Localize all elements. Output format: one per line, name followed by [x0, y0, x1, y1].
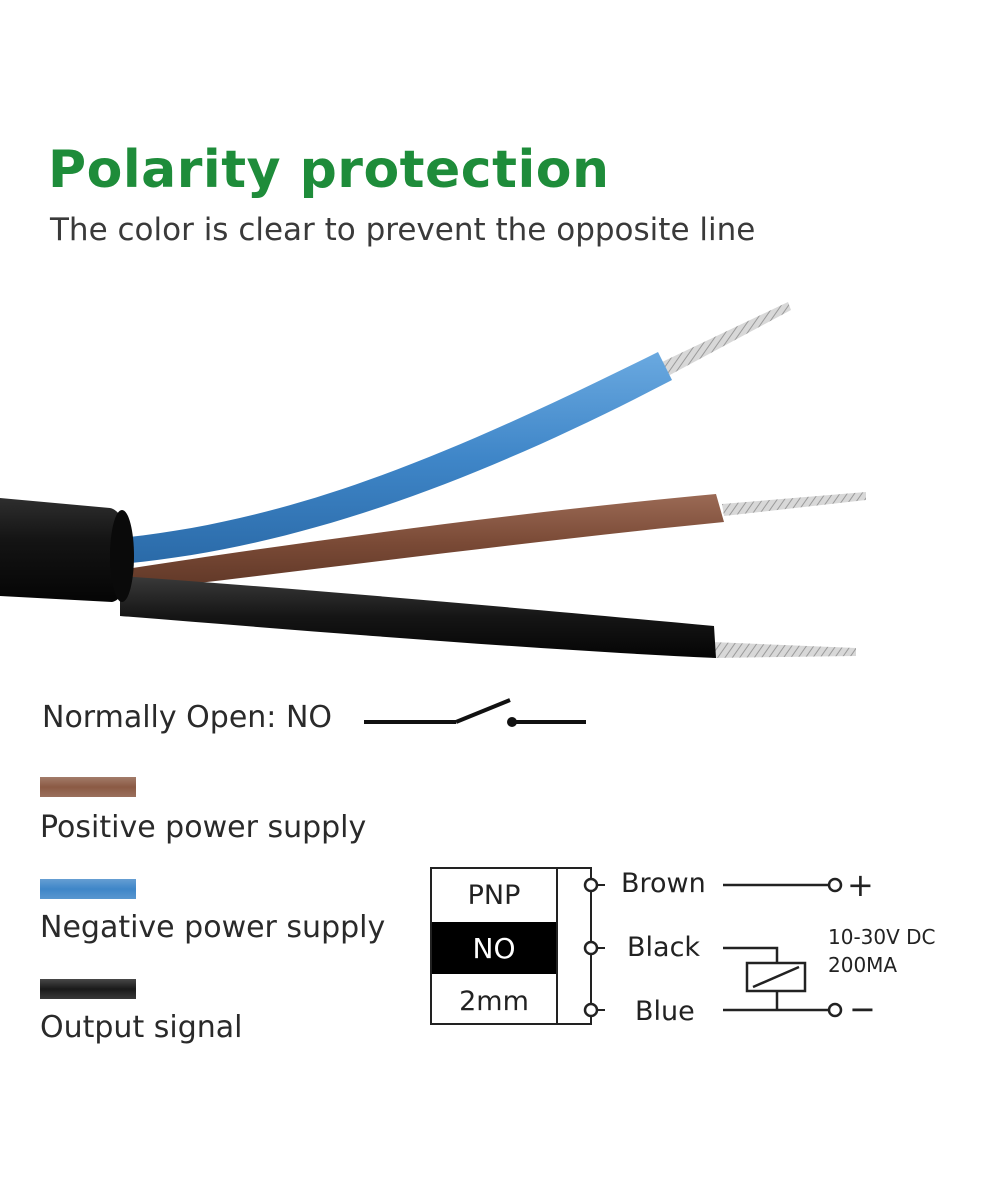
legend-positive-label: Positive power supply — [40, 810, 367, 845]
plus-symbol: + — [847, 866, 874, 904]
normally-open-switch-icon — [364, 698, 586, 727]
spec-type-text: PNP — [468, 880, 521, 911]
legend-swatch-brown — [40, 777, 136, 797]
wire-label-blue: Blue — [635, 996, 695, 1027]
legend-output-label: Output signal — [40, 1010, 243, 1045]
output-line — [723, 946, 779, 962]
terminal-icons — [583, 877, 605, 1018]
switch-type-label: Normally Open: NO — [42, 700, 332, 735]
brown-wire — [120, 494, 724, 592]
wire-label-brown: Brown — [621, 868, 706, 899]
legend-swatch-blue — [40, 879, 136, 899]
spec-table-highlight — [432, 922, 556, 974]
wiring-diagram: PNP NO 2mm Brown Black Blue + − 10-30V D… — [430, 866, 936, 1028]
positive-terminal-icon — [827, 877, 843, 893]
spec-mode-text: NO — [473, 932, 516, 965]
current-rating: 200MA — [828, 953, 897, 977]
legend-swatch-black — [40, 979, 136, 999]
legend-negative-label: Negative power supply — [40, 910, 386, 945]
cable-sheath — [0, 498, 130, 602]
voltage-rating: 10-30V DC — [828, 925, 936, 949]
negative-terminal-icon — [827, 1002, 843, 1018]
spec-distance-text: 2mm — [459, 986, 529, 1017]
copper-strands — [662, 302, 866, 658]
cable-illustration — [0, 302, 866, 658]
page-title: Polarity protection — [48, 140, 610, 200]
blue-wire — [120, 352, 672, 564]
page-subtitle: The color is clear to prevent the opposi… — [50, 212, 756, 248]
minus-symbol: − — [849, 990, 876, 1028]
black-wire — [120, 576, 716, 658]
wire-label-black: Black — [627, 932, 700, 963]
